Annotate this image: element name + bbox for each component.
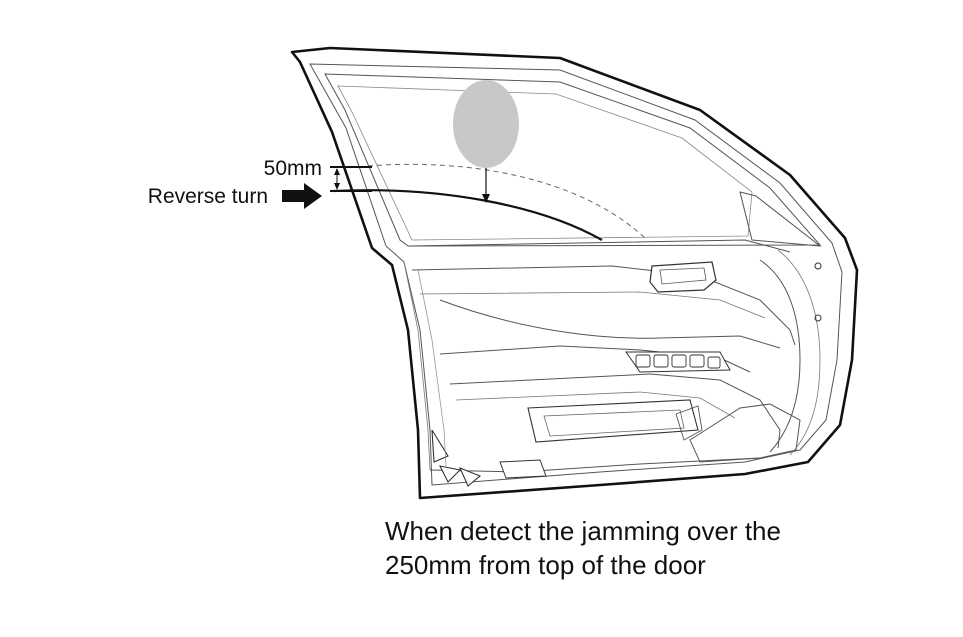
window-frame-inner xyxy=(337,85,753,241)
door-inner-frame xyxy=(309,63,843,486)
obstacle-ellipse xyxy=(453,80,519,168)
lower-panel-inner xyxy=(455,391,736,419)
bottom-pocket xyxy=(499,459,547,479)
armrest-lower xyxy=(439,345,751,373)
mirror-mount xyxy=(739,191,822,247)
armrest xyxy=(439,299,781,349)
pocket-slot xyxy=(675,405,703,441)
upper-trim-panel xyxy=(411,265,796,346)
rear-edge-trim-outer xyxy=(777,249,821,456)
map-pocket-inner xyxy=(543,409,685,437)
reverse-turn-label: Reverse turn xyxy=(148,185,268,208)
speaker-grille xyxy=(689,403,801,463)
door-handle-inner xyxy=(659,267,707,285)
door-handle xyxy=(649,261,717,293)
map-pocket xyxy=(527,399,699,443)
dimension-arrow-up-icon xyxy=(334,168,340,175)
window-switches xyxy=(635,354,721,369)
lower-sill xyxy=(429,457,761,473)
lower-panel xyxy=(449,373,781,449)
front-edge-line xyxy=(403,261,431,471)
obstacle-arrow-head-icon xyxy=(482,194,490,203)
glass-top-dashed-line xyxy=(367,163,646,239)
belt-line xyxy=(409,239,791,253)
glass-reversed-line xyxy=(333,189,603,241)
front-edge-line-inner xyxy=(417,269,447,467)
caption-line-1: When detect the jamming over the xyxy=(385,516,781,546)
reflector-triangles xyxy=(431,429,482,487)
screw-bottom xyxy=(814,314,822,322)
dimension-arrow-down-icon xyxy=(334,183,340,190)
rear-edge-trim xyxy=(759,259,801,453)
gap-label: 50mm xyxy=(264,157,322,180)
trim-panel-edge xyxy=(419,291,766,319)
caption-line-2: 250mm from top of the door xyxy=(385,550,706,580)
screw-top xyxy=(814,262,822,270)
window-frame xyxy=(324,73,822,247)
caption: When detect the jamming over the 250mm f… xyxy=(385,514,945,582)
arrow-right-icon xyxy=(282,183,322,209)
door-outer-frame xyxy=(290,46,859,500)
